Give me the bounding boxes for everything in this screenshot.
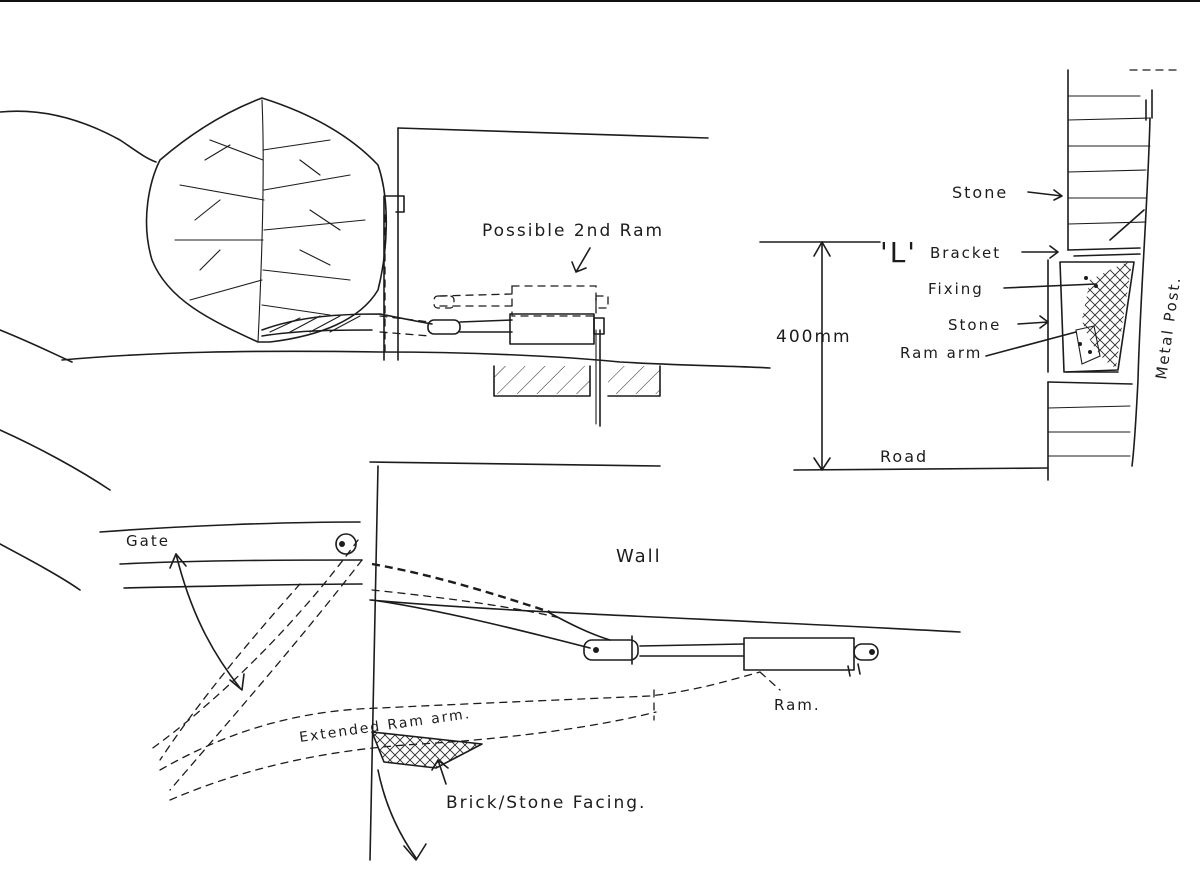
- ram-end-cap: [593, 317, 605, 335]
- ram-arm-plan: [371, 562, 551, 614]
- ram-arm-existing: [261, 313, 433, 331]
- metal-post-label: Metal Post.: [1152, 275, 1184, 381]
- edge-line: [0, 429, 111, 491]
- ground-line: [61, 350, 771, 369]
- arrow-up-icon: [813, 241, 831, 257]
- arrow-right-icon: [1017, 315, 1049, 329]
- wall-top: [397, 127, 709, 139]
- extended-ram-arm: [159, 671, 761, 771]
- wall-face-line: [369, 465, 379, 861]
- dimension-label: 400mm: [776, 327, 852, 347]
- road-label: Road: [880, 447, 928, 466]
- leader-line: [985, 331, 1077, 357]
- brick-stone-facing: [371, 731, 483, 769]
- fixing-label: Fixing: [928, 280, 984, 298]
- stone-wall: [1047, 69, 1181, 481]
- wall-label: Wall: [616, 546, 662, 567]
- ram-eye: [427, 319, 461, 335]
- arrow-right-icon: [1021, 245, 1059, 259]
- hinge: [383, 195, 405, 361]
- hedge-line: [0, 110, 157, 163]
- gate-label: Gate: [126, 532, 170, 550]
- ram-rod: [459, 319, 513, 333]
- ram-body-plan: [743, 637, 855, 671]
- metal-post: [1131, 117, 1151, 467]
- gate-lines: [99, 521, 363, 589]
- arrow-up-icon: [431, 759, 449, 785]
- wall-top-line: [369, 461, 661, 467]
- swing-arc-lower: [377, 769, 417, 859]
- ram-end-plan: [853, 643, 879, 661]
- l-bracket-mark: 'L': [880, 236, 917, 269]
- arrow-down-icon: [571, 247, 591, 273]
- leader-line: [1003, 283, 1097, 289]
- wall-inner-line: [369, 599, 961, 633]
- possible-2nd-ram-label: Possible 2nd Ram: [482, 221, 664, 241]
- bracket-label: Bracket: [930, 244, 1001, 262]
- foundation-block-left: [493, 365, 591, 397]
- gate-open-position: [149, 539, 363, 791]
- ground-left: [0, 329, 73, 363]
- road-line: [793, 467, 1049, 471]
- arrow-down-icon: [403, 843, 427, 861]
- stone-top-label: Stone: [952, 183, 1008, 202]
- section-view: 400mm Road Metal Post.: [759, 69, 1184, 481]
- stone-mid-label: Stone: [948, 316, 1001, 334]
- brick-stone-facing-label: Brick/Stone Facing.: [446, 793, 646, 813]
- arrow-right-icon: [1027, 189, 1063, 201]
- tree-icon: [145, 97, 388, 343]
- plan-view: Wall Gate Extended Ram ar: [0, 429, 961, 861]
- ram-eye-plan: [583, 639, 639, 661]
- ram-arm-cavity: [1059, 261, 1135, 373]
- swing-arc: [175, 553, 241, 689]
- foundation-block-right: [607, 365, 661, 397]
- arrow-down-icon: [229, 673, 245, 691]
- ram-rod-plan: [639, 643, 745, 657]
- ram-arm-label: Ram arm: [900, 344, 982, 362]
- possible-2nd-ram-outline: [433, 285, 609, 317]
- elevation-view: Possible 2nd Ram: [0, 97, 771, 427]
- l-bracket: [1067, 247, 1141, 257]
- ram-label: Ram.: [774, 696, 821, 714]
- arrow-up-icon: [169, 553, 187, 569]
- hinge-pin-icon: [335, 533, 357, 555]
- ram-body: [509, 313, 595, 345]
